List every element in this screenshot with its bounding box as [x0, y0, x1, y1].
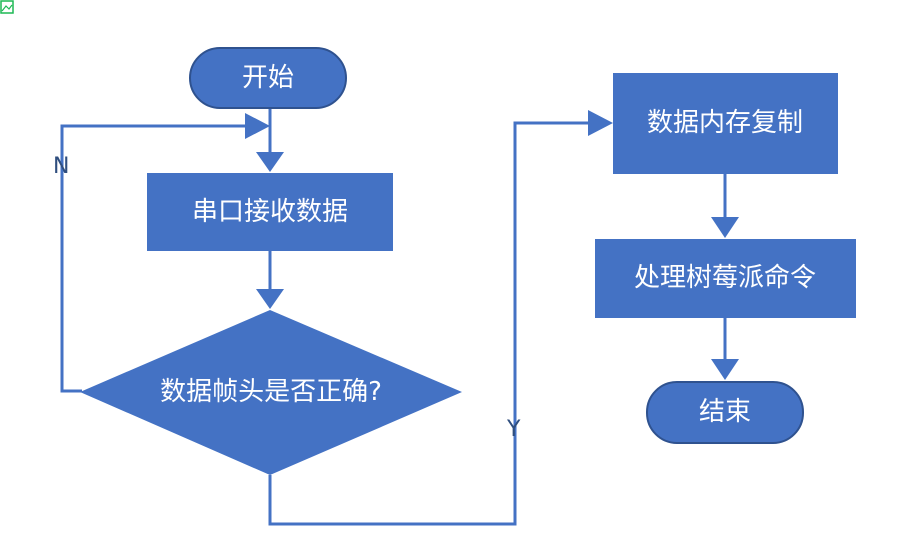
node-start: 开始 — [189, 47, 347, 109]
node-process-label: 处理树莓派命令 — [634, 263, 816, 293]
node-copy-label: 数据内存复制 — [647, 108, 803, 138]
node-receive-label: 串口接收数据 — [192, 197, 348, 227]
node-end: 结束 — [646, 381, 804, 444]
node-check: 数据帧头是否正确? — [80, 310, 462, 475]
edge-label-yes: Y — [506, 417, 521, 442]
edge-label-no: N — [53, 154, 69, 179]
node-copy: 数据内存复制 — [613, 73, 838, 174]
node-start-label: 开始 — [242, 63, 294, 93]
edge-process-to-end — [711, 318, 739, 380]
edge-receive-to-check — [256, 251, 284, 309]
edge-start-to-receive — [256, 108, 284, 172]
edge-copy-to-process — [711, 174, 739, 238]
node-end-label: 结束 — [699, 397, 751, 427]
node-check-label: 数据帧头是否正确? — [160, 377, 382, 407]
edge-check-no-loop — [60, 113, 270, 393]
image-icon — [0, 0, 14, 14]
node-process: 处理树莓派命令 — [595, 239, 856, 318]
node-receive: 串口接收数据 — [147, 173, 393, 251]
edge-check-yes-to-copy — [268, 110, 613, 526]
